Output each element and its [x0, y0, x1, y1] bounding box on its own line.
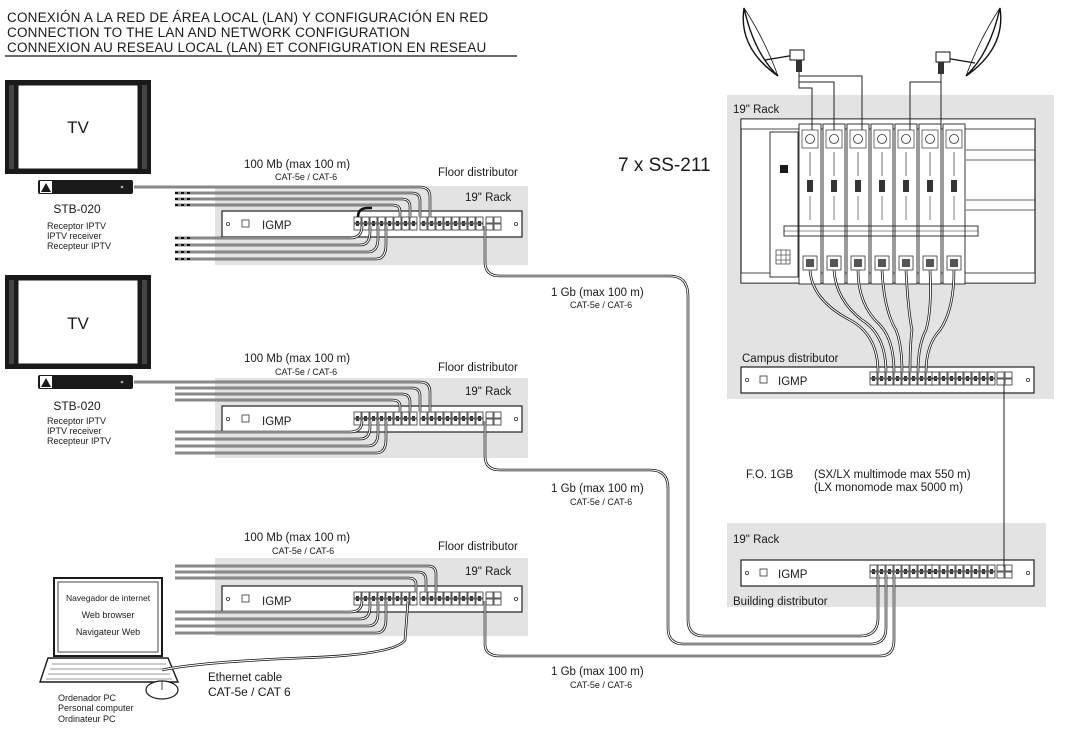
headend-rack-label: 19" Rack	[733, 104, 780, 116]
floor-3-speed: 100 Mb (max 100 m)	[244, 532, 350, 544]
uplink-3-speed: 1 Gb (max 100 m)	[551, 666, 644, 678]
uplink-2-cable	[483, 421, 888, 646]
stb-box-2	[38, 375, 133, 389]
coax-3	[798, 72, 863, 130]
tv-2-label: TV	[67, 314, 89, 333]
uplink-3-cable: CAT-5e / CAT-6	[570, 680, 632, 690]
floor-2-cable: CAT-5e / CAT-6	[275, 367, 337, 377]
pc-screen-es: Navegador de internet	[66, 593, 151, 603]
stb-1-model: STB-020	[53, 202, 101, 216]
satellite-dish-right	[935, 7, 1002, 77]
ethernet-cable-type: CAT-5e / CAT 6	[208, 685, 291, 699]
campus-switch	[740, 366, 1035, 394]
stb-1-desc-es: Receptor IPTV	[47, 221, 106, 231]
campus-name: Campus distributor	[742, 353, 839, 365]
campus-igmp: IGMP	[778, 376, 808, 388]
uplink-3-cable	[483, 575, 896, 658]
dotted-cable-ends	[175, 192, 190, 260]
uplink-2-speed: 1 Gb (max 100 m)	[551, 483, 644, 495]
floor-3-igmp: IGMP	[262, 596, 292, 608]
coax-2	[798, 72, 835, 130]
pc-screen-en: Web browser	[82, 610, 135, 620]
title-line-fr: CONNEXION AU RESEAU LOCAL (LAN) ET CONFI…	[7, 40, 486, 55]
pc-screen-fr: Navigateur Web	[76, 627, 140, 637]
stb-2-desc-es: Receptor IPTV	[47, 416, 106, 426]
building-igmp: IGMP	[778, 569, 808, 581]
floor-1-speed: 100 Mb (max 100 m)	[244, 159, 350, 171]
floor-3-name: Floor distributor	[438, 541, 518, 553]
floor-3-cable: CAT-5e / CAT-6	[272, 546, 334, 556]
pc-desc-es: Ordenador PC	[58, 693, 117, 703]
ethernet-label: Ethernet cable	[208, 672, 282, 684]
title-line-es: CONEXIÓN A LA RED DE ÁREA LOCAL (LAN) Y …	[7, 10, 488, 25]
fiber-multimode: (SX/LX multimode max 550 m)	[814, 469, 971, 481]
stb-1-cable	[134, 185, 432, 217]
floor-1-name: Floor distributor	[438, 167, 518, 179]
pc-laptop	[39, 577, 180, 700]
building-switch	[740, 559, 1035, 587]
stb-2-desc-en: IPTV receiver	[47, 426, 102, 436]
stb-2-cable	[134, 380, 432, 412]
floor-2-drop-cables	[175, 386, 422, 455]
stb-1-desc-fr: Recepteur IPTV	[47, 241, 111, 251]
stb-2-desc-fr: Recepteur IPTV	[47, 436, 111, 446]
floor-2-igmp: IGMP	[262, 416, 292, 428]
floor-1-rack: 19" Rack	[465, 192, 512, 204]
stb-2-model: STB-020	[53, 399, 101, 413]
building-rack-label: 19" Rack	[733, 534, 780, 546]
pc-desc-fr: Ordinateur PC	[58, 714, 116, 724]
headend-count: 7 x SS-211	[618, 155, 711, 176]
module-to-campus-cables	[808, 269, 956, 373]
building-name: Building distributor	[733, 596, 828, 608]
floor-2-rack: 19" Rack	[465, 386, 512, 398]
uplink-1-cable: CAT-5e / CAT-6	[570, 300, 632, 310]
floor-1-igmp: IGMP	[262, 220, 292, 232]
satellite-dish-left	[742, 7, 805, 77]
floor-3-drop-cables	[175, 564, 438, 635]
fiber-label: F.O. 1GB	[746, 469, 794, 481]
floor-3-rack: 19" Rack	[465, 566, 512, 578]
uplink-1-cable	[483, 226, 880, 638]
headend-chassis	[740, 118, 1036, 285]
uplink-1-speed: 1 Gb (max 100 m)	[551, 287, 644, 299]
title-line-en: CONNECTION TO THE LAN AND NETWORK CONFIG…	[7, 25, 410, 40]
tv-1-label: TV	[67, 118, 89, 137]
pc-ethernet-cable	[161, 600, 410, 672]
floor-1-cable: CAT-5e / CAT-6	[275, 172, 337, 182]
stb-box-1	[38, 180, 133, 194]
floor-1-drop-cables	[175, 191, 422, 261]
floor-2-name: Floor distributor	[438, 362, 518, 374]
uplink-2-cable: CAT-5e / CAT-6	[570, 497, 632, 507]
fiber-monomode: (LX monomode max 5000 m)	[814, 482, 963, 494]
pc-desc-en: Personal computer	[58, 703, 134, 713]
stb-1-desc-en: IPTV receiver	[47, 231, 102, 241]
floor-2-speed: 100 Mb (max 100 m)	[244, 353, 350, 365]
